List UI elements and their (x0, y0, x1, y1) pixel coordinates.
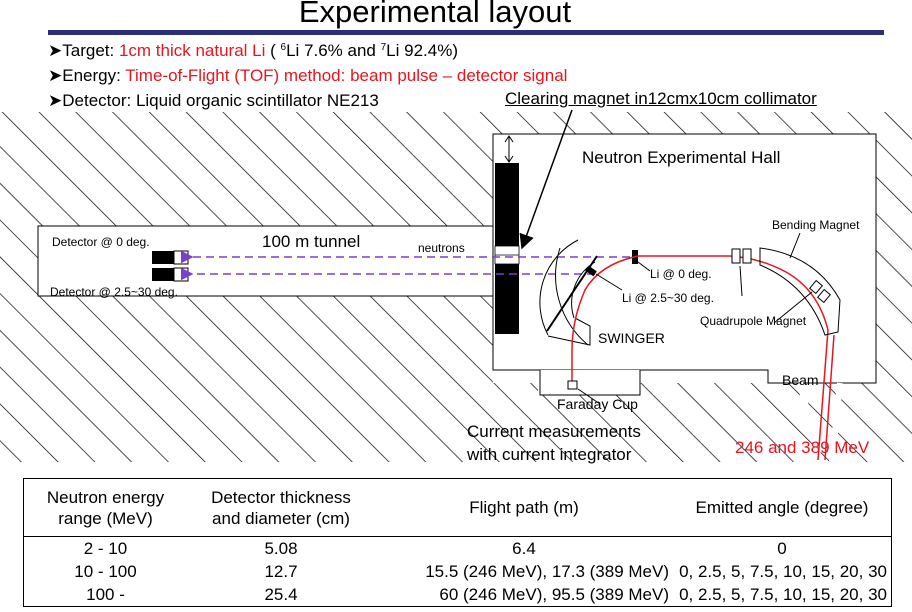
detector-angle (152, 268, 174, 281)
table-cell: 2 - 10 (83, 539, 128, 558)
quadrupole-pointer (773, 291, 813, 324)
bullet-text: Li 7.6% and (286, 41, 381, 60)
beam-label: Beam (782, 372, 819, 388)
li-angle-label: Li @ 2.5~30 deg. (622, 291, 714, 305)
li-0-label: Li @ 0 deg. (650, 267, 712, 281)
detector-0 (152, 251, 174, 264)
header-line: Detector thickness (211, 487, 351, 507)
header-flight: Flight path (m) (375, 478, 673, 537)
bullet-energy: ➤Energy: Time-of-Flight (TOF) method: be… (48, 65, 567, 87)
faraday-label: Faraday Cup (557, 396, 638, 412)
table-cell: 60 (246 MeV), 95.5 (389 MeV) (439, 585, 669, 604)
header-line: Neutron energy (46, 487, 165, 507)
bullet-arrow-icon: ➤ (48, 91, 63, 110)
table-cell: 100 - (86, 585, 125, 604)
swinger-outline (547, 317, 591, 346)
faraday-pointer (577, 388, 601, 405)
faraday-cup-icon (567, 380, 578, 390)
faraday-pit (539, 370, 641, 396)
detector-angle-label: Detector @ 2.5~30 deg. (50, 285, 178, 299)
hall-outline (492, 133, 877, 384)
title-underline (48, 30, 884, 35)
header-line: Emitted angle (degree) (695, 498, 869, 517)
li-0-pointer (637, 261, 651, 272)
table-row: 10 - 100 12.7 15.5 (246 MeV), 17.3 (389 … (24, 560, 892, 583)
header-angle: Emitted angle (degree) (673, 478, 892, 537)
table-row: 100 - 25.4 60 (246 MeV), 95.5 (389 MeV) … (24, 583, 892, 607)
current-label-1: Current measurements (467, 422, 641, 441)
tunnel-label: 100 m tunnel (262, 232, 361, 251)
table-cell: 25.4 (264, 585, 298, 604)
tunnel-outline (37, 225, 493, 297)
bending-pointer (789, 232, 801, 259)
bullet-value: 1cm thick natural Li (118, 41, 266, 60)
bullet-target: ➤Target: 1cm thick natural Li ( 6Li 7.6%… (48, 40, 458, 62)
quadrupole-pointer (739, 265, 743, 297)
quadrupole-icon (817, 288, 831, 304)
table-row: 2 - 10 5.08 6.4 0 (24, 537, 892, 561)
table-cell: 10 - 100 (74, 562, 137, 581)
bending-magnet (759, 247, 841, 336)
bullet-value: Liquid organic scintillator NE213 (135, 91, 379, 110)
table-cell: 6.4 (512, 539, 536, 558)
quadrupole-label: Quadrupole Magnet (700, 314, 807, 328)
bullet-label: Energy: (62, 66, 126, 85)
quadrupole-icon (809, 279, 823, 295)
isotope-mass: 7 (380, 42, 387, 53)
bullet-label: Target: (62, 41, 119, 60)
li-angle-pointer (595, 273, 623, 291)
table-cell: 15.5 (246 MeV), 17.3 (389 MeV) (425, 562, 669, 581)
table-cell: 0, 2.5, 5, 7.5, 10, 15, 20, 30 (679, 562, 887, 581)
bullet-text: ( (265, 41, 281, 60)
quadrupole-icon (742, 248, 752, 264)
neutrons-label: neutrons (418, 241, 465, 255)
bullet-value: Time-of-Flight (TOF) method: beam pulse … (125, 66, 568, 85)
bending-magnet-label: Bending Magnet (772, 218, 860, 232)
clearing-magnet-label: Clearing magnet in12cmx10cm collimator (505, 89, 817, 108)
isotope-mass: 6 (280, 42, 287, 53)
concrete-shielding (0, 112, 912, 462)
detector-angle-pmt (173, 267, 189, 282)
table-cell: 0, 2.5, 5, 7.5, 10, 15, 20, 30 (679, 585, 887, 604)
quadrupole-icon (731, 248, 741, 264)
collimator-wall (495, 163, 519, 246)
beam-entrance (797, 382, 843, 463)
bullet-arrow-icon: ➤ (48, 66, 63, 85)
table-cell: 12.7 (264, 562, 298, 581)
bullet-detector: ➤Detector: Liquid organic scintillator N… (48, 90, 379, 112)
header-line: range (MeV) (58, 508, 153, 528)
layout-diagram (0, 109, 912, 463)
hall-label: Neutron Experimental Hall (582, 148, 781, 167)
page-title: Experimental layout (298, 0, 572, 29)
detector-0-pmt (173, 250, 189, 265)
collimator-wall (495, 264, 519, 334)
bullet-arrow-icon: ➤ (48, 41, 63, 60)
current-label-2: with current integrator (467, 445, 632, 464)
detector-0-label: Detector @ 0 deg. (52, 235, 150, 249)
bullet-text: Li 92.4%) (386, 41, 458, 60)
beam-line-2 (824, 334, 835, 461)
table-cell: 5.08 (264, 539, 298, 558)
bullet-label: Detector: (62, 91, 136, 110)
energy-label: 246 and 389 MeV (735, 438, 870, 457)
header-line: and diameter (cm) (212, 508, 350, 528)
table-cell: 0 (777, 539, 787, 558)
li-target-angle (585, 265, 597, 277)
header-line: Flight path (m) (469, 498, 579, 517)
clearing-magnet-pointer (519, 109, 573, 250)
beam-line (571, 255, 829, 461)
gap-arrow-heads (504, 135, 514, 163)
swinger-label: SWINGER (598, 330, 665, 346)
